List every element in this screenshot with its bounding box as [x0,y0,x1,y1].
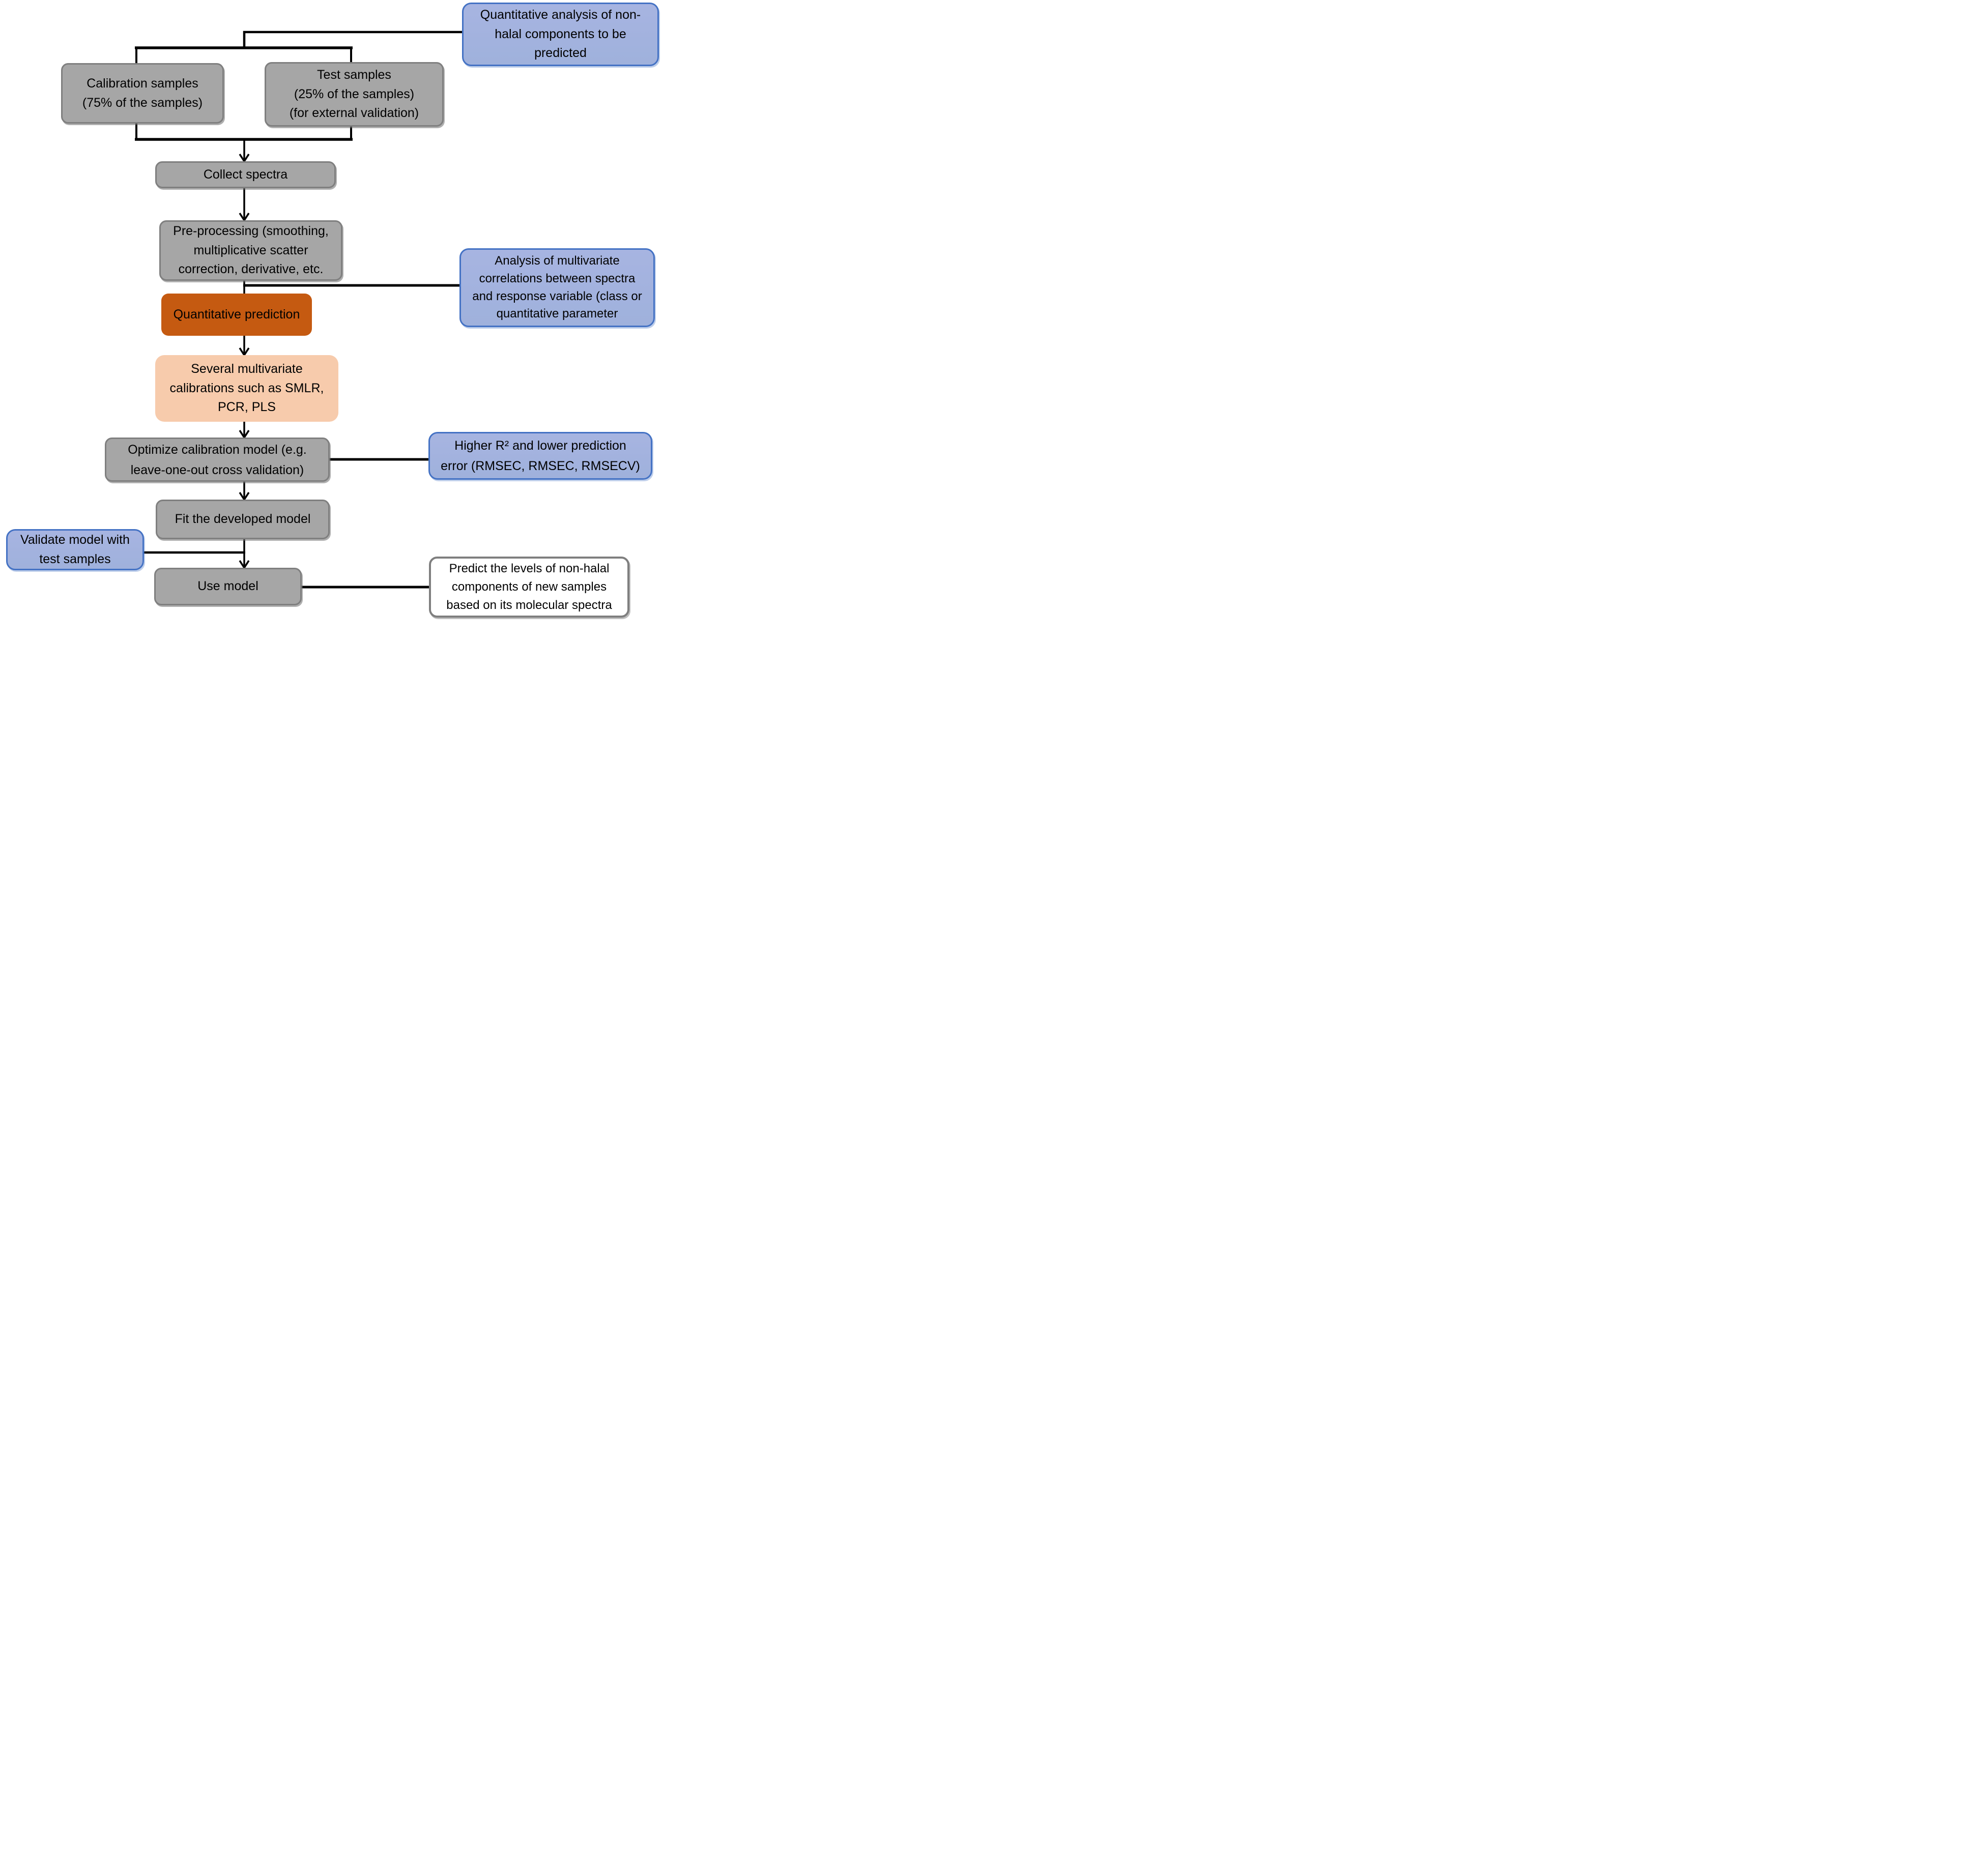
node-preprocessing: Pre-processing (smoothing, multiplicativ… [159,220,342,281]
node-optimize-model: Optimize calibration model (e.g. leave-o… [105,438,330,482]
flowchart-canvas: Quantitative analysis of non- halal comp… [0,0,662,621]
node-quantitative-prediction: Quantitative prediction [161,294,312,336]
node-collect-spectra: Collect spectra [155,161,336,188]
node-validate-model: Validate model with test samples [6,529,144,570]
connector-goal-to-split [243,31,462,48]
node-multivariate-calibrations: Several multivariate calibrations such a… [155,355,338,422]
node-fit-model: Fit the developed model [156,500,330,539]
node-test-samples: Test samples (25% of the samples) (for e… [265,62,444,127]
node-predict-note: Predict the levels of non-halal componen… [429,557,629,618]
node-higher-r2-note: Higher R² and lower prediction error (RM… [428,432,652,480]
node-use-model: Use model [154,568,302,605]
node-calibration-samples: Calibration samples (75% of the samples) [61,63,224,124]
connector-layer [135,31,462,589]
node-analysis-note: Analysis of multivariate correlations be… [459,248,655,327]
node-goal: Quantitative analysis of non- halal comp… [462,3,659,66]
